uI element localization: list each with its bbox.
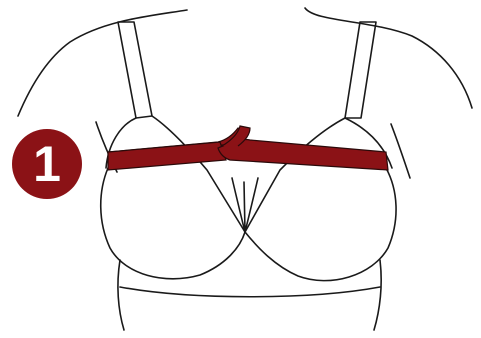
measuring-band-overlap bbox=[218, 139, 388, 170]
step-number-badge: 1 bbox=[12, 129, 82, 199]
measuring-band-main bbox=[108, 142, 226, 170]
right-cup-neckline bbox=[245, 118, 392, 232]
left-side-line bbox=[118, 260, 124, 330]
center-gore bbox=[232, 178, 258, 232]
underband-line bbox=[120, 287, 380, 297]
step-number-label: 1 bbox=[33, 139, 61, 189]
left-shoulder-line bbox=[18, 10, 187, 116]
right-side-line bbox=[374, 260, 381, 330]
right-strap bbox=[345, 22, 376, 118]
left-strap bbox=[118, 22, 152, 118]
right-cup bbox=[245, 168, 396, 281]
right-arm-line bbox=[391, 124, 410, 178]
right-shoulder-line bbox=[305, 8, 472, 108]
left-cup-neckline bbox=[106, 116, 245, 232]
left-cup bbox=[101, 168, 245, 279]
